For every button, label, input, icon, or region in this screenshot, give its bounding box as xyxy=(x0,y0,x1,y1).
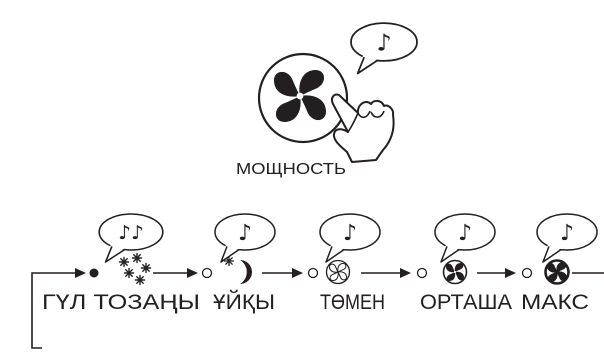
beep-note: ♪♪ xyxy=(118,222,144,244)
fan-low-icon xyxy=(325,259,351,285)
beep-bubble: ♪♪ xyxy=(98,213,164,263)
mode-sleep: ♪ ҰЙҚЫ xyxy=(201,213,276,314)
pollen-icon xyxy=(118,252,152,286)
power-button-label: МОЩНОСТЬ xyxy=(236,161,346,178)
fan-medium-icon xyxy=(442,259,468,285)
beep-bubble: ♪ xyxy=(214,213,276,263)
power-beep-note: ♪ xyxy=(376,29,391,56)
sleep-moon-icon xyxy=(223,255,252,284)
beep-note: ♪ xyxy=(458,221,472,246)
fan-max-icon xyxy=(544,259,570,285)
arrowhead xyxy=(292,268,303,278)
mode-pollen: ♪♪ ГҮЛ ТОЗАҢЫ xyxy=(42,213,200,314)
mode-indicator-open xyxy=(521,267,533,279)
beep-note: ♪ xyxy=(238,221,252,246)
mode-max: ♪ МАКС xyxy=(521,213,598,314)
arrowhead xyxy=(505,268,516,278)
beep-bubble: ♪ xyxy=(536,213,598,263)
beep-bubble: ♪ xyxy=(434,213,496,263)
beep-note: ♪ xyxy=(343,221,357,246)
beep-note: ♪ xyxy=(560,221,574,246)
power-beep-bubble: ♪ xyxy=(350,22,418,75)
mode-indicator-open xyxy=(201,267,213,279)
arrowhead xyxy=(400,268,411,278)
mode-label: ТӨМЕН xyxy=(320,291,385,314)
mode-cycle-flow: ♪♪ ГҮЛ ТОЗАҢЫ ♪ ҰЙҚЫ xyxy=(31,213,604,349)
mode-indicator-open xyxy=(416,267,428,279)
loop-return-line xyxy=(31,272,80,349)
mode-label: МАКС xyxy=(521,291,589,314)
arrowhead xyxy=(187,268,198,278)
power-button-illustration: ♪ МОЩНОСТЬ xyxy=(236,22,418,178)
fan-icon xyxy=(274,70,326,122)
mode-indicator-filled xyxy=(89,268,99,278)
mode-label: ОРТАША xyxy=(420,291,512,314)
pointing-hand-icon xyxy=(330,93,395,163)
mode-medium: ♪ ОРТАША xyxy=(416,213,512,314)
mode-low: ♪ ТӨМЕН xyxy=(307,213,385,314)
mode-label: ГҮЛ ТОЗАҢЫ xyxy=(42,291,200,314)
mode-indicator-open xyxy=(307,267,319,279)
mode-label: ҰЙҚЫ xyxy=(213,290,275,314)
arrowhead xyxy=(75,268,86,278)
beep-bubble: ♪ xyxy=(319,213,381,263)
